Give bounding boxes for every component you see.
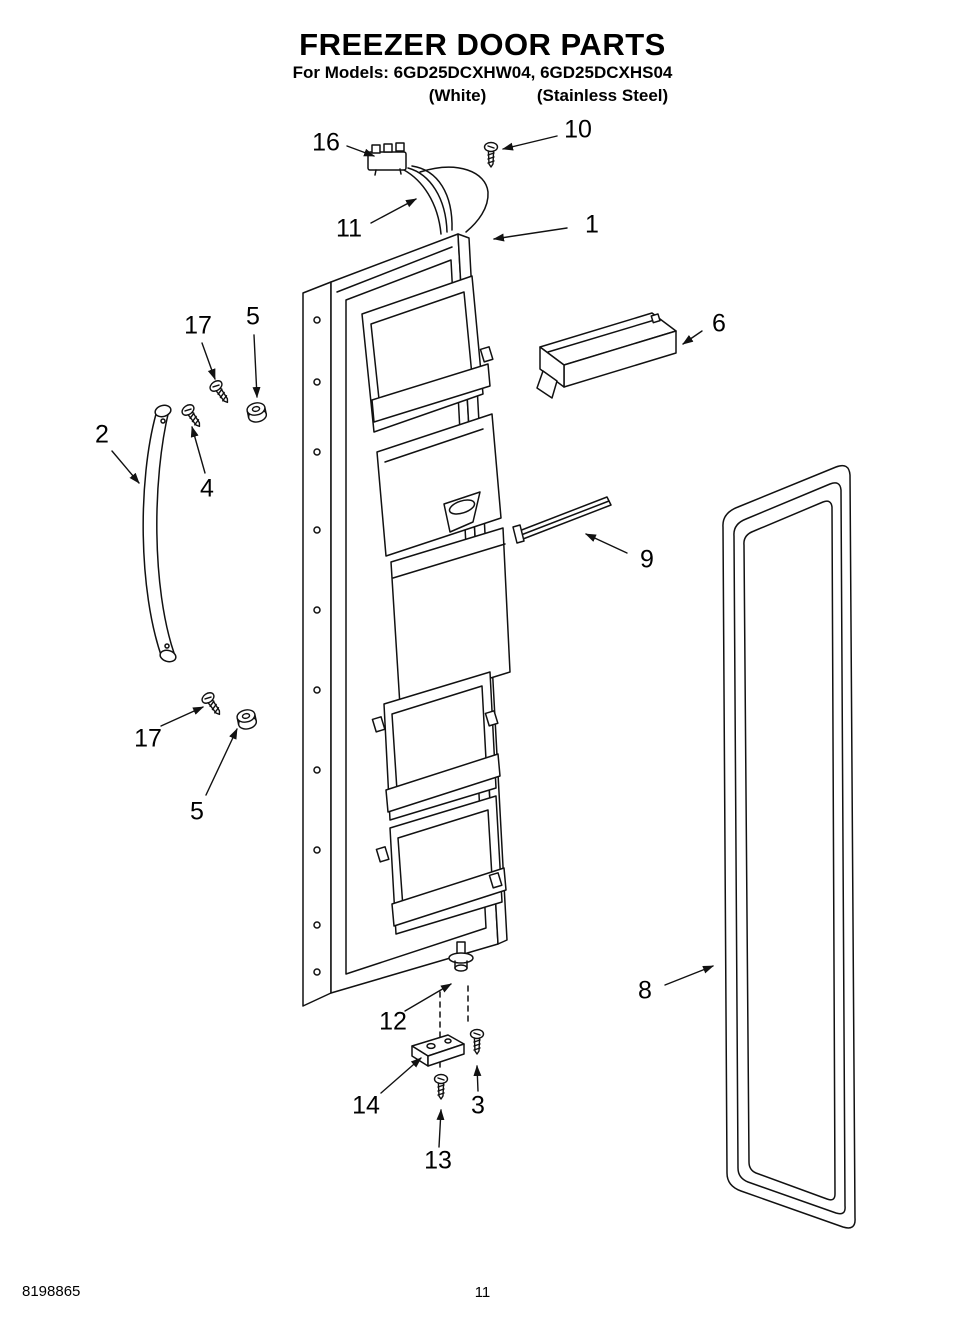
page-title: FREEZER DOOR PARTS [299, 27, 666, 62]
wire-harness-connector [367, 142, 407, 176]
callout-label-16-0: 16 [312, 128, 340, 157]
finish-white-label: (White) [428, 86, 487, 105]
callout-label-17-10: 17 [134, 724, 162, 753]
screw-cap-upper [245, 400, 269, 425]
door-shelf-rail [536, 312, 677, 399]
callout-label-12-13: 12 [379, 1007, 407, 1036]
bracket-screw-3 [469, 1028, 485, 1055]
trim-rail [512, 496, 612, 544]
page-number: 11 [474, 1284, 491, 1301]
dispenser-cavity [376, 413, 502, 557]
callout-label-4-7: 4 [200, 474, 214, 503]
callout-label-17-4: 17 [184, 311, 212, 340]
hinge-bracket [411, 1034, 465, 1067]
callout-label-8-12: 8 [638, 976, 652, 1005]
document-number: 8198865 [22, 1283, 81, 1300]
callout-label-13-16: 13 [424, 1146, 452, 1175]
callout-label-10-1: 10 [564, 115, 592, 144]
callout-label-5-5: 5 [246, 302, 260, 331]
callout-arrows [111, 135, 714, 1148]
door-handle [142, 404, 177, 663]
handle-screw-upper [207, 377, 234, 407]
door-gasket [722, 464, 856, 1229]
handle-screw-lower [199, 689, 226, 719]
callout-label-9-9: 9 [640, 545, 654, 574]
callout-label-14-14: 14 [352, 1091, 380, 1120]
upper-shelf-bin [361, 275, 491, 433]
models-line: For Models: 6GD25DCXHW04, 6GD25DCXHS04 [292, 63, 673, 82]
bracket-screw-13 [433, 1073, 449, 1100]
callout-label-2-6: 2 [95, 420, 109, 449]
finish-stainless-label: (Stainless Steel) [536, 86, 669, 105]
callout-label-3-15: 3 [471, 1091, 485, 1120]
lower-shelf-bin-2 [389, 795, 507, 935]
callout-label-5-11: 5 [190, 797, 204, 826]
dispenser-housing [390, 527, 511, 707]
callout-label-11-2: 11 [336, 214, 362, 243]
callout-label-1-3: 1 [585, 210, 599, 239]
wire-harness-wires [403, 165, 489, 235]
handle-screw-4 [179, 401, 206, 431]
screw-cap-lower [235, 707, 259, 732]
lower-shelf-bin-1 [383, 671, 501, 821]
liner-clips [371, 346, 503, 889]
callout-label-6-8: 6 [712, 309, 726, 338]
top-screw-10 [483, 141, 499, 168]
hinge-pin [448, 941, 474, 972]
